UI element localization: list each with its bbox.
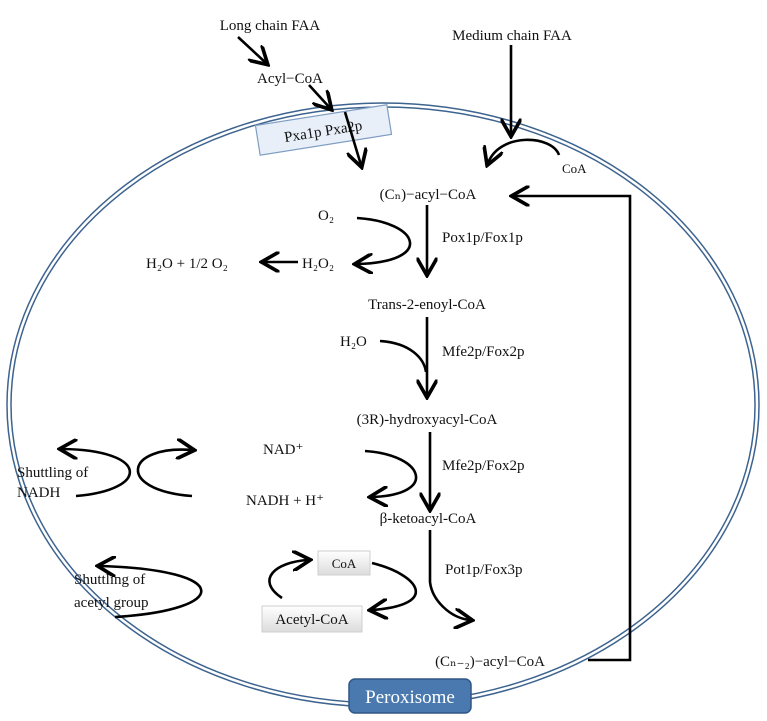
trans-enoyl-coa-label: Trans-2-enoyl-CoA <box>368 297 486 313</box>
coa-label: CoA <box>332 556 357 571</box>
peroxisome-label-box <box>348 678 472 714</box>
enzyme-mfe2p-label-1: Mfe2p/Fox2p <box>442 344 525 360</box>
cn2-acyl-coa-label: (Cₙ₋₂)−acyl−CoA <box>435 654 545 670</box>
arrow-acetyl-to-coa <box>268 560 308 600</box>
long-chain-faa-label: Long chain FAA <box>220 18 321 34</box>
arrow-coa-activation <box>488 138 561 163</box>
arrow-nadh-shuttle <box>62 449 132 498</box>
arrow-h2o-addition <box>379 339 428 373</box>
medium-chain-faa-label: Medium chain FAA <box>452 28 572 44</box>
arrow-import <box>343 111 361 165</box>
arrow-acetyl-shuttle <box>100 566 203 619</box>
arrow-long-chain <box>237 36 266 63</box>
h2o-half-o2-label: H₂O + 1/2 O₂ <box>146 256 228 272</box>
arrow-nadh-regeneration <box>136 450 192 498</box>
h2o-label: H₂O <box>340 334 367 350</box>
nadh-shuttle-line2: NADH <box>17 485 60 501</box>
acetyl-shuttle-line1: Shuttling of <box>74 572 145 588</box>
nadh-shuttle-line1: Shuttling of <box>17 465 88 481</box>
pxa-transporter-box: Pxa1p Pxa2p <box>254 104 393 156</box>
acyl-coa-label: Acyl−CoA <box>257 71 323 87</box>
acetyl-coa-label: Acetyl-CoA <box>275 612 348 628</box>
h2o2-label: H₂O₂ <box>302 256 334 272</box>
enzyme-mfe2p-label-2: Mfe2p/Fox2p <box>442 458 525 474</box>
nadh-label: NADH + H⁺ <box>246 493 324 509</box>
arrow-acyl-coa <box>308 84 330 108</box>
nad-label: NAD⁺ <box>263 442 303 458</box>
arrow-step4 <box>428 530 470 620</box>
hydroxyacyl-coa-label: (3R)-hydroxyacyl-CoA <box>357 412 498 428</box>
o2-label: O₂ <box>318 208 334 224</box>
enzyme-pox1p-label: Pox1p/Fox1p <box>442 230 523 246</box>
acetyl-shuttle-line2: acetyl group <box>74 595 149 611</box>
arrow-recycle <box>514 196 632 662</box>
arrow-coa-to-acetyl <box>372 561 418 610</box>
coa-activation-label: CoA <box>562 161 587 176</box>
enzyme-pot1p-label: Pot1p/Fox3p <box>445 562 523 578</box>
cn-acyl-coa-label: (Cₙ)−acyl−CoA <box>380 187 477 203</box>
coa-box <box>317 550 371 576</box>
arrow-o2-h2o2 <box>357 216 412 264</box>
ketoacyl-coa-label: β-ketoacyl-CoA <box>380 511 477 527</box>
peroxisome-label: Peroxisome <box>365 687 455 708</box>
acetyl-coa-box <box>261 605 363 633</box>
arrow-nad-nadh <box>364 449 418 497</box>
